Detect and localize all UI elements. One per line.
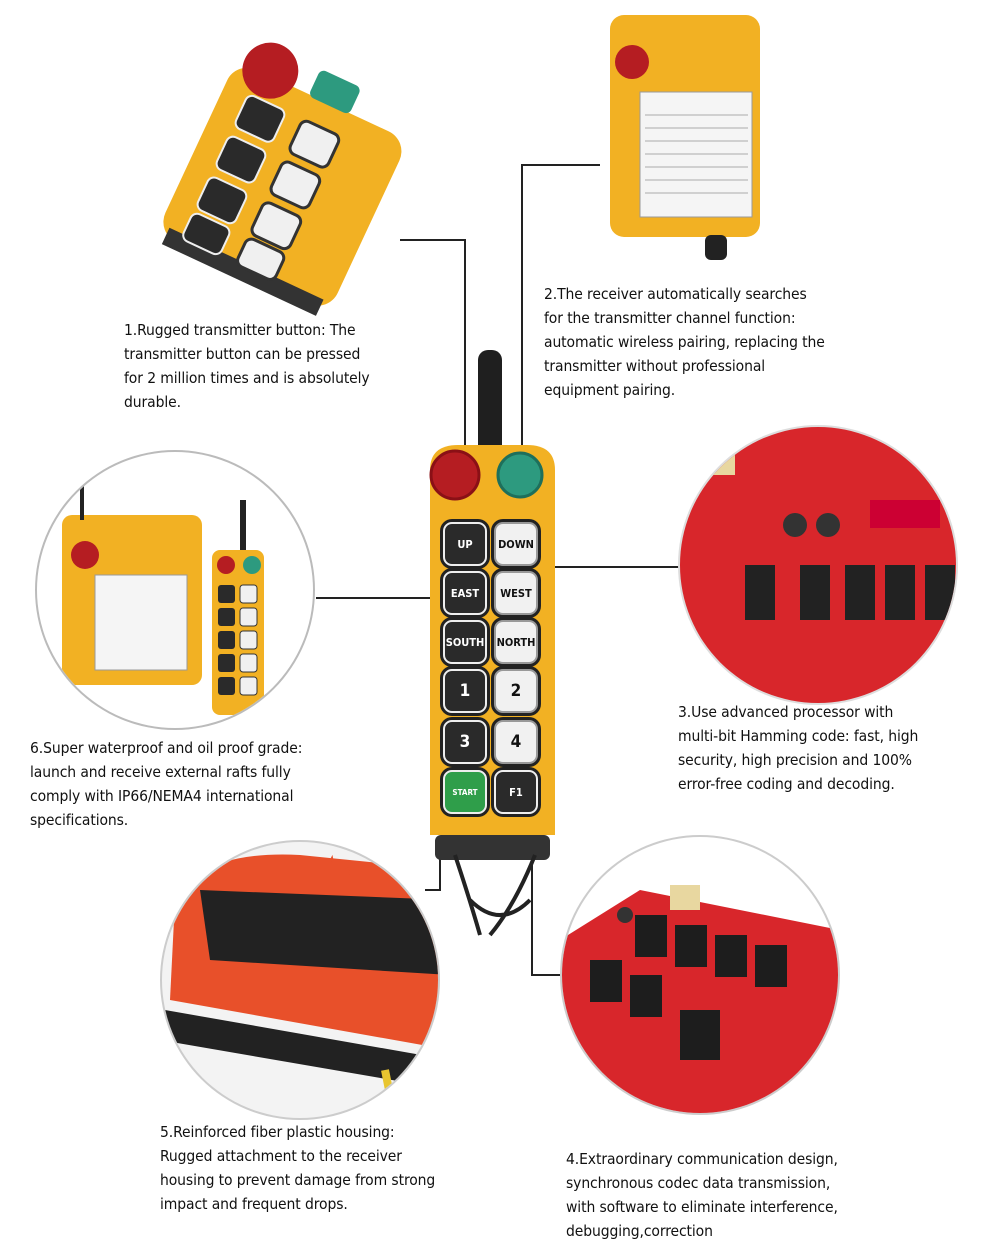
caption-line: transmitter button can be pressed xyxy=(124,345,361,363)
caption-line: with software to eliminate interference, xyxy=(566,1198,838,1216)
caption-line: Rugged attachment to the receiver xyxy=(160,1147,402,1165)
caption-line: synchronous codec data transmission, xyxy=(566,1174,831,1192)
feature-caption-1: 1.Rugged transmitter button: The transmit… xyxy=(124,318,370,414)
feature-caption-4: 4.Extraordinary communication design, syn… xyxy=(566,1147,838,1243)
feature-caption-3: 3.Use advanced processor with multi-bit H… xyxy=(678,700,918,796)
remote-button-south: SOUTH xyxy=(443,620,487,664)
caption-line: launch and receive external rafts fully xyxy=(30,763,291,781)
caption-line: 4.Extraordinary communication design, xyxy=(566,1150,838,1168)
transmitter-photo xyxy=(161,42,402,316)
receiver-photo xyxy=(610,15,760,260)
remote-button-east: EAST xyxy=(443,571,487,615)
caption-line: specifications. xyxy=(30,811,129,829)
caption-line: 5.Reinforced fiber plastic housing: xyxy=(160,1123,395,1141)
feature-caption-5: 5.Reinforced fiber plastic housing: Rugge… xyxy=(160,1120,435,1216)
caption-line: 2.The receiver automatically searches xyxy=(544,285,807,303)
remote-button-up: UP xyxy=(443,522,487,566)
caption-line: 3.Use advanced processor with xyxy=(678,703,894,721)
connector-lines xyxy=(316,164,682,976)
caption-line: debugging,correction xyxy=(566,1222,713,1240)
caption-line: impact and frequent drops. xyxy=(160,1195,348,1213)
remote-button-2: 2 xyxy=(494,669,538,713)
feature-caption-2: 2.The receiver automatically searches for… xyxy=(544,282,825,402)
caption-line: for 2 million times and is absolutely xyxy=(124,369,370,387)
caption-line: error-free coding and decoding. xyxy=(678,775,895,793)
pcb-circle-photo xyxy=(678,425,958,705)
caption-line: automatic wireless pairing, replacing th… xyxy=(544,333,825,351)
caption-line: security, high precision and 100% xyxy=(678,751,912,769)
feature-caption-6: 6.Super waterproof and oil proof grade: l… xyxy=(30,736,302,832)
remote-button-west: WEST xyxy=(494,571,538,615)
caption-line: multi-bit Hamming code: fast, high xyxy=(678,727,919,745)
remote-button-1: 1 xyxy=(443,669,487,713)
remote-button-f1: F1 xyxy=(494,770,538,814)
caption-line: for the transmitter channel function: xyxy=(544,309,796,327)
caption-line: equipment pairing. xyxy=(544,381,676,399)
remote-button-start: START xyxy=(443,770,487,814)
caption-line: 6.Super waterproof and oil proof grade: xyxy=(30,739,303,757)
remote-button-north: NORTH xyxy=(494,620,538,664)
caption-line: durable. xyxy=(124,393,181,411)
remote-button-4: 4 xyxy=(494,720,538,764)
caption-line: comply with IP66/NEMA4 international xyxy=(30,787,294,805)
caption-line: transmitter without professional xyxy=(544,357,766,375)
remote-button-down: DOWN xyxy=(494,522,538,566)
waterproof-circle-photo xyxy=(35,450,315,730)
remote-button-3: 3 xyxy=(443,720,487,764)
caption-line: 1.Rugged transmitter button: The xyxy=(124,321,356,339)
housing-circle-photo xyxy=(160,840,440,1120)
caption-line: housing to prevent damage from strong xyxy=(160,1171,436,1189)
communication-circle-photo xyxy=(560,835,840,1115)
